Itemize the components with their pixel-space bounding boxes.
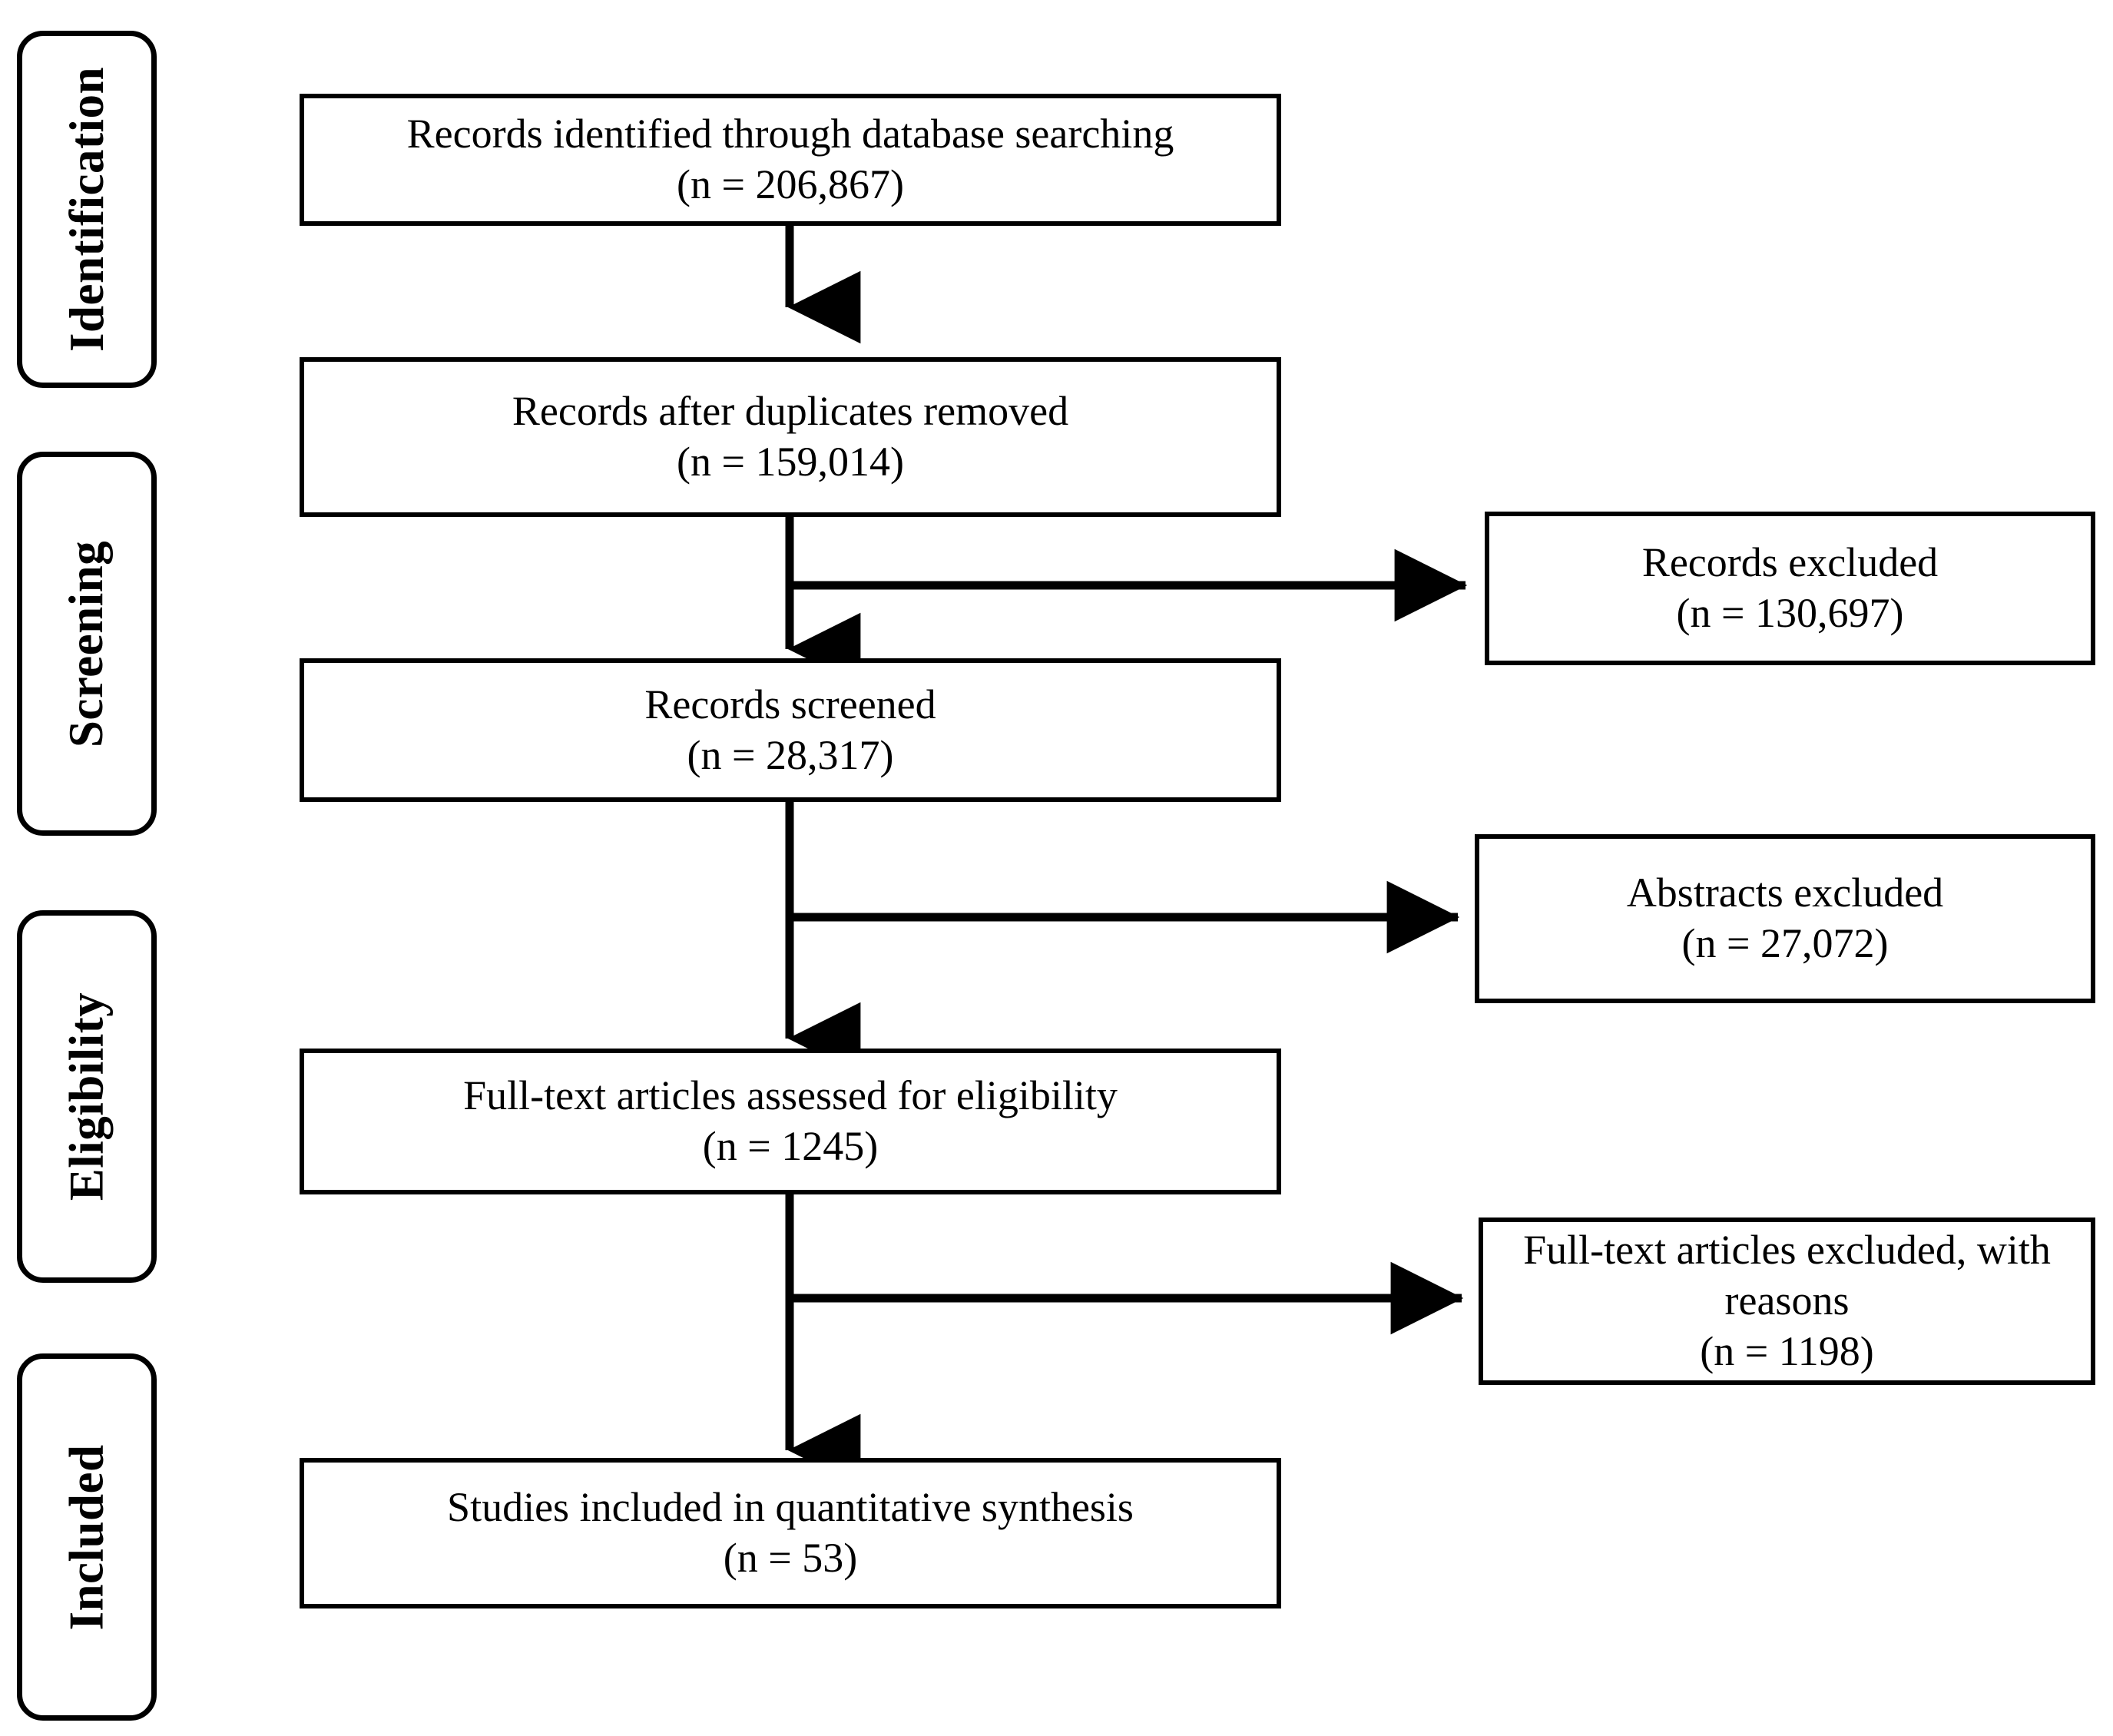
box-count-records-screened: (n = 28,317) <box>687 731 894 778</box>
box-line-full-text-assessed: Full-text articles assessed for eligibil… <box>463 1072 1118 1119</box>
stage-label-eligibility: Eligibility <box>59 992 114 1201</box>
box-count-records-after-duplicates: (n = 159,014) <box>677 439 904 485</box>
box-line-abstracts-excluded: Abstracts excluded <box>1626 870 1944 916</box>
flow-box-studies-included: Studies included in quantitative synthes… <box>300 1458 1281 1608</box>
flow-box-full-text-excluded: Full-text articles excluded, with reason… <box>1479 1218 2095 1385</box>
flow-box-records-excluded: Records excluded (n = 130,697) <box>1485 512 2095 665</box>
box-line-studies-included: Studies included in quantitative synthes… <box>447 1484 1134 1531</box>
box-line2-full-text-excluded: reasons <box>1724 1277 1850 1324</box>
flow-box-abstracts-excluded: Abstracts excluded (n = 27,072) <box>1475 834 2095 1003</box>
stage-pill-identification: Identification <box>17 31 157 388</box>
box-line-records-excluded: Records excluded <box>1641 539 1939 586</box>
flow-box-full-text-assessed: Full-text articles assessed for eligibil… <box>300 1049 1281 1194</box>
flow-box-records-after-duplicates: Records after duplicates removed (n = 15… <box>300 357 1281 517</box>
stage-label-identification: Identification <box>59 66 114 353</box>
box-count-abstracts-excluded: (n = 27,072) <box>1681 920 1889 966</box>
stage-pill-screening: Screening <box>17 452 157 836</box>
box-count-full-text-assessed: (n = 1245) <box>702 1123 879 1169</box>
box-line-records-screened: Records screened <box>644 681 936 727</box>
box-line1-full-text-excluded: Full-text articles excluded, with <box>1523 1227 2051 1274</box>
box-count-full-text-excluded: (n = 1198) <box>1700 1327 1874 1374</box>
stage-label-included: Included <box>59 1443 114 1631</box>
box-line-records-identified: Records identified through database sear… <box>406 111 1174 157</box>
box-count-records-identified: (n = 206,867) <box>677 161 904 207</box>
box-count-records-excluded: (n = 130,697) <box>1676 590 1904 636</box>
box-count-studies-included: (n = 53) <box>723 1535 858 1581</box>
flow-box-records-identified: Records identified through database sear… <box>300 94 1281 226</box>
stage-pill-included: Included <box>17 1353 157 1721</box>
box-line-records-after-duplicates: Records after duplicates removed <box>512 388 1069 435</box>
stage-pill-eligibility: Eligibility <box>17 910 157 1283</box>
flow-box-records-screened: Records screened (n = 28,317) <box>300 658 1281 802</box>
stage-label-screening: Screening <box>59 540 114 747</box>
